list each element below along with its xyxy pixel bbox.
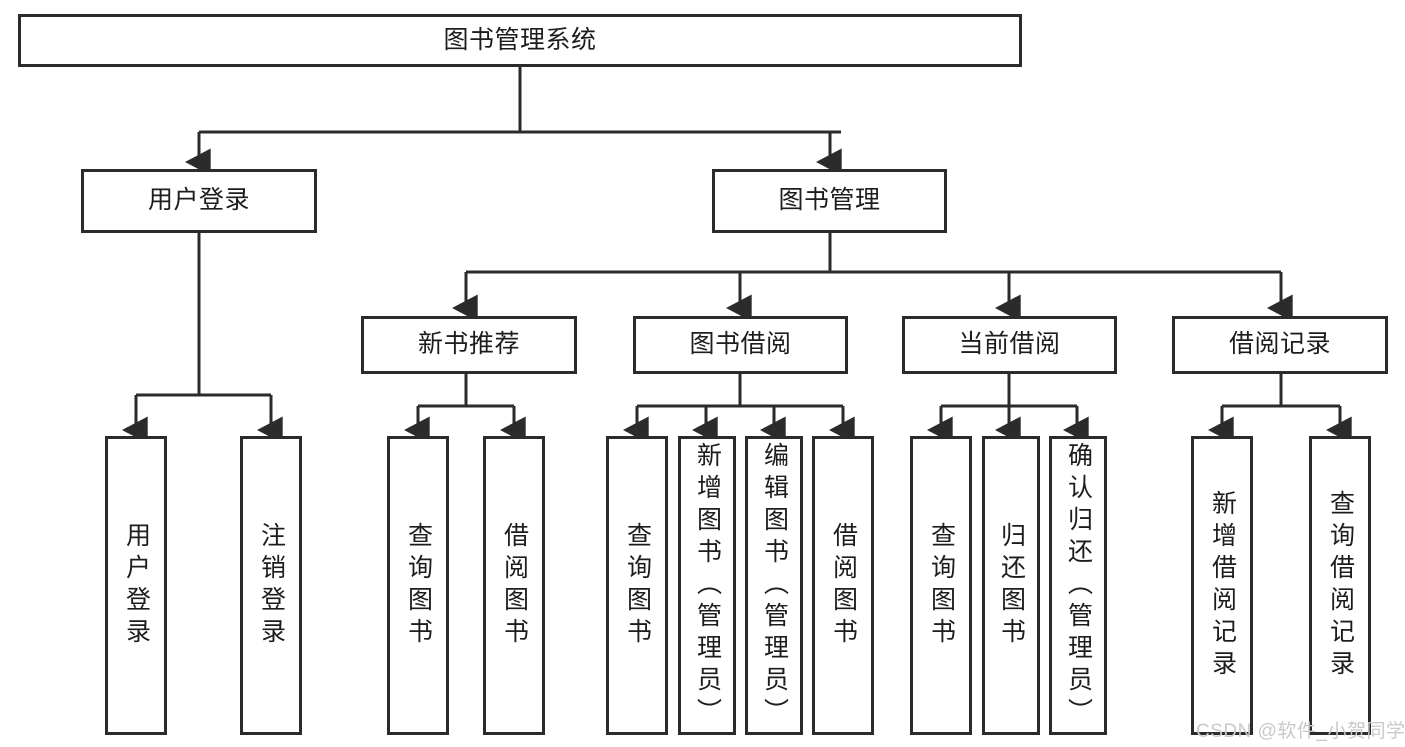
csdn-watermark: CSDN @软件_小贺同学 (1196, 721, 1405, 742)
node-book-management[interactable]: 图书管理 (712, 169, 947, 233)
node-label: 新增借阅记录 (1208, 489, 1237, 682)
node-root-system[interactable]: 图书管理系统 (18, 14, 1022, 67)
node-label: 查询图书 (404, 521, 433, 650)
leaf-add-borrow-record[interactable]: 新增借阅记录 (1191, 436, 1253, 735)
node-label: 查询图书 (927, 521, 956, 650)
leaf-query-book-borrow[interactable]: 查询图书 (606, 436, 668, 735)
node-user-login[interactable]: 用户登录 (81, 169, 317, 233)
node-label: 借阅记录 (1228, 330, 1331, 359)
node-label: 新书推荐 (417, 330, 520, 359)
node-label: 图书借阅 (689, 330, 792, 359)
node-label: 确认归还（管理员） (1064, 441, 1093, 730)
node-label: 注销登录 (257, 521, 286, 650)
leaf-query-book-current[interactable]: 查询图书 (910, 436, 972, 735)
leaf-edit-book-admin[interactable]: 编辑图书（管理员） (745, 436, 803, 735)
node-label: 图书管理系统 (443, 25, 597, 54)
leaf-add-book-admin[interactable]: 新增图书（管理员） (678, 436, 736, 735)
node-label: 新增图书（管理员） (693, 441, 722, 730)
leaf-user-login[interactable]: 用户登录 (105, 436, 167, 735)
node-label: 编辑图书（管理员） (760, 441, 789, 730)
leaf-query-book-recommend[interactable]: 查询图书 (387, 436, 449, 735)
leaf-borrow-book[interactable]: 借阅图书 (812, 436, 874, 735)
node-label: 当前借阅 (958, 330, 1061, 359)
leaf-return-book[interactable]: 归还图书 (982, 436, 1040, 735)
node-label: 图书管理 (778, 186, 881, 215)
leaf-confirm-return-admin[interactable]: 确认归还（管理员） (1049, 436, 1107, 735)
leaf-logout[interactable]: 注销登录 (240, 436, 302, 735)
node-new-book-recommend[interactable]: 新书推荐 (361, 316, 577, 374)
node-label: 归还图书 (997, 521, 1026, 650)
node-borrow-records[interactable]: 借阅记录 (1172, 316, 1388, 374)
node-current-borrow[interactable]: 当前借阅 (902, 316, 1117, 374)
node-label: 借阅图书 (829, 521, 858, 650)
node-label: 借阅图书 (500, 521, 529, 650)
leaf-query-borrow-record[interactable]: 查询借阅记录 (1309, 436, 1371, 735)
node-label: 用户登录 (122, 521, 151, 650)
node-label: 用户登录 (147, 186, 250, 215)
node-label: 查询借阅记录 (1326, 489, 1355, 682)
node-label: 查询图书 (623, 521, 652, 650)
node-book-borrow[interactable]: 图书借阅 (633, 316, 848, 374)
leaf-borrow-book-recommend[interactable]: 借阅图书 (483, 436, 545, 735)
